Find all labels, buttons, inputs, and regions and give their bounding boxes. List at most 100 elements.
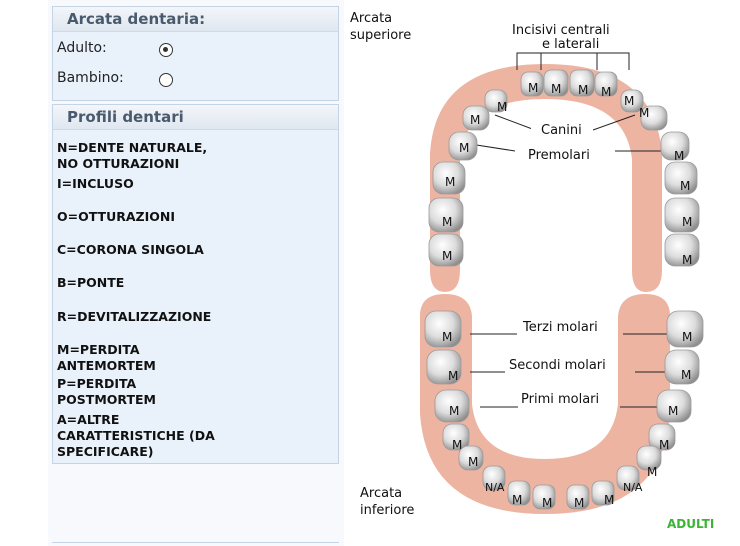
- tooth-lower-12[interactable]: N/A: [616, 465, 643, 494]
- tooth-marker: M: [551, 82, 561, 96]
- tooth-marker: M: [497, 100, 507, 114]
- tooth-marker: M: [601, 85, 611, 99]
- dental-arch-svg: M M M M M M M M M M M M M M M M M M M M …: [420, 23, 714, 531]
- canini-line-left: [494, 114, 536, 131]
- tooth-marker: M: [574, 496, 584, 510]
- tooth-upper-14[interactable]: M: [664, 197, 700, 233]
- tooth-upper-12[interactable]: M: [664, 161, 698, 195]
- tooth-lower-4[interactable]: M: [664, 349, 700, 385]
- profile-a: A=ALTRE CARATTERISTICHE (DA SPECIFICARE): [57, 412, 215, 459]
- premolari-label: Premolari: [528, 148, 590, 163]
- tooth-marker: M: [449, 404, 459, 418]
- canini-line-right: [592, 114, 636, 131]
- profile-i: I=INCLUSO: [57, 176, 134, 191]
- tooth-marker: M: [445, 175, 455, 189]
- bambino-radio[interactable]: [159, 73, 173, 87]
- tooth-upper-13[interactable]: M: [428, 197, 464, 233]
- primi-molari-label: Primi molari: [521, 392, 599, 407]
- tooth-marker-na: N/A: [485, 481, 505, 494]
- tooth-marker: M: [512, 493, 522, 507]
- adulti-label: ADULTI: [667, 517, 714, 531]
- tooth-lower-6[interactable]: M: [656, 389, 692, 423]
- tooth-marker: M: [528, 81, 538, 95]
- tooth-marker: M: [542, 496, 552, 510]
- profile-o: O=OTTURAZIONI: [57, 209, 175, 224]
- tooth-lower-5[interactable]: M: [434, 389, 470, 423]
- tooth-upper-7[interactable]: M: [462, 105, 490, 131]
- incisivi-bracket: [516, 52, 630, 70]
- tooth-upper-4[interactable]: M: [594, 71, 618, 99]
- profile-n: N=DENTE NATURALE, NO OTTURAZIONI: [57, 140, 208, 171]
- adulto-label: Adulto:: [57, 40, 107, 56]
- incisivi-label-line1: Incisivi centrali: [512, 23, 610, 38]
- tooth-upper-16[interactable]: M: [664, 233, 700, 267]
- tooth-marker-na: N/A: [623, 481, 643, 494]
- tooth-marker: M: [459, 141, 469, 155]
- tooth-marker: M: [682, 215, 692, 229]
- profili-dentari-title: Profili dentari: [53, 105, 338, 130]
- bambino-row: Bambino:: [57, 70, 124, 86]
- tooth-upper-11[interactable]: M: [432, 161, 466, 195]
- upper-teeth: M M M M M M M M M M M M M M M M: [428, 69, 700, 267]
- tooth-marker: M: [647, 465, 657, 479]
- tooth-upper-6[interactable]: M: [620, 89, 644, 113]
- tooth-marker: M: [668, 404, 678, 418]
- tooth-upper-1[interactable]: M: [520, 71, 544, 97]
- tooth-upper-5[interactable]: M: [484, 89, 508, 114]
- tooth-upper-8[interactable]: M: [639, 105, 668, 131]
- tooth-upper-10[interactable]: M: [660, 131, 690, 163]
- tooth-lower-9[interactable]: M: [458, 445, 484, 471]
- upper-arch-label: Arcata superiore: [350, 11, 412, 43]
- profile-m: M=PERDITA ANTEMORTEM: [57, 342, 156, 373]
- tooth-marker: M: [682, 253, 692, 267]
- tooth-lower-15[interactable]: M: [532, 484, 556, 510]
- secondi-molari-label: Secondi molari: [509, 358, 606, 373]
- tooth-marker: M: [442, 330, 452, 344]
- tooth-upper-9[interactable]: M: [448, 131, 478, 161]
- profile-p: P=PERDITA POSTMORTEM: [57, 376, 156, 407]
- lower-teeth: M M M M M M M M M M N/A N/A M M M M: [424, 310, 704, 510]
- adulto-radio[interactable]: [159, 43, 173, 57]
- tooth-marker: M: [680, 179, 690, 193]
- tooth-marker: M: [448, 369, 458, 383]
- tooth-marker: M: [639, 106, 649, 120]
- tooth-marker: M: [470, 113, 480, 127]
- tooth-marker: M: [659, 438, 669, 452]
- tooth-marker: M: [681, 368, 691, 382]
- tooth-marker: M: [452, 438, 462, 452]
- tooth-lower-16[interactable]: M: [566, 484, 590, 510]
- tooth-lower-10[interactable]: M: [636, 445, 662, 479]
- dental-arch-diagram: Arcata superiore Arcata inferiore: [345, 4, 737, 542]
- tooth-upper-15[interactable]: M: [428, 233, 464, 267]
- tooth-lower-14[interactable]: M: [591, 480, 615, 507]
- tooth-lower-13[interactable]: M: [507, 480, 531, 507]
- adulto-row: Adulto:: [57, 40, 107, 56]
- profile-r: R=DEVITALIZZAZIONE: [57, 309, 212, 324]
- tooth-lower-8[interactable]: M: [648, 423, 676, 452]
- profile-b: B=PONTE: [57, 275, 125, 290]
- arcata-dentaria-panel: Arcata dentaria: Adulto: Bambino:: [52, 6, 339, 101]
- upper-gum: [430, 64, 662, 292]
- tooth-lower-1[interactable]: M: [424, 310, 462, 348]
- region-labels: Canini Premolari Incisivi centrali e lat…: [509, 23, 714, 531]
- tooth-marker: M: [468, 455, 478, 469]
- premolari-line-left: [469, 143, 516, 152]
- profili-dentari-panel: Profili dentari N=DENTE NATURALE, NO OTT…: [52, 104, 339, 464]
- tooth-marker: M: [604, 493, 614, 507]
- tooth-upper-2[interactable]: M: [543, 69, 569, 97]
- tooth-marker: M: [442, 249, 452, 263]
- tooth-lower-2[interactable]: M: [666, 310, 704, 348]
- tooth-lower-7[interactable]: M: [442, 423, 470, 452]
- tooth-lower-3[interactable]: M: [426, 349, 462, 385]
- arcata-dentaria-title: Arcata dentaria:: [53, 7, 338, 32]
- incisivi-label-line2: e laterali: [542, 37, 599, 52]
- tooth-marker: M: [578, 83, 588, 97]
- tooth-upper-3[interactable]: M: [569, 69, 595, 97]
- panel-bottom-divider: [52, 542, 339, 543]
- bambino-label: Bambino:: [57, 70, 124, 86]
- tooth-lower-11[interactable]: N/A: [482, 465, 506, 494]
- lower-arch-label: Arcata inferiore: [360, 486, 415, 518]
- canini-label: Canini: [541, 123, 582, 138]
- tooth-marker: M: [674, 149, 684, 163]
- terzi-molari-label: Terzi molari: [522, 320, 598, 335]
